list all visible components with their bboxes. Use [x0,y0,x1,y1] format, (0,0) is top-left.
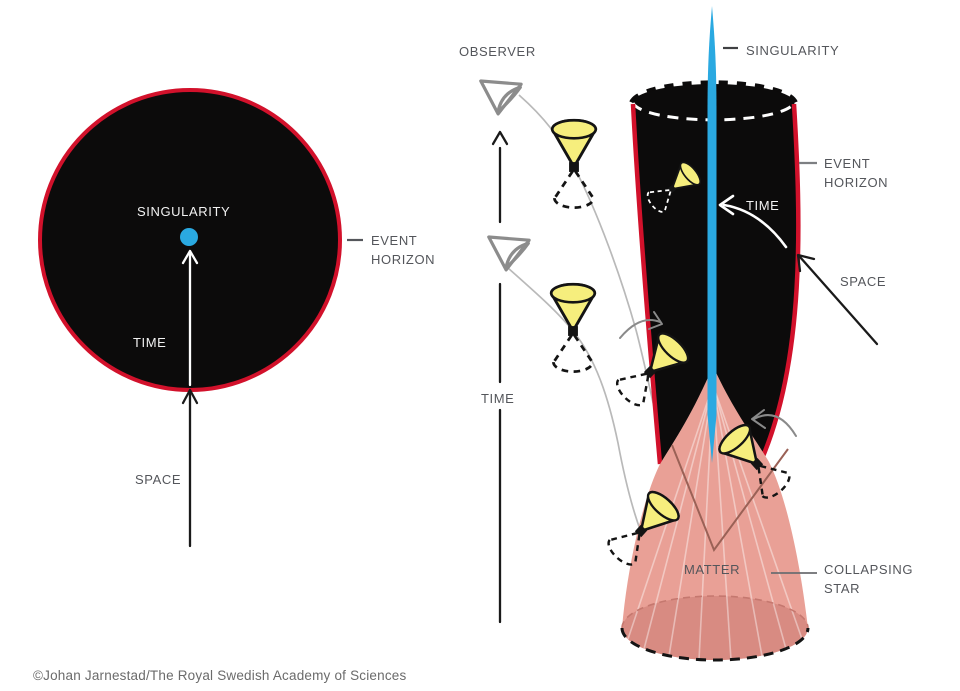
time-arrow-left [181,249,199,387]
credit-line: ©Johan Jarnestad/The Royal Swedish Acade… [33,668,407,683]
time-axis [491,130,509,624]
worldline-observer-2 [507,267,642,533]
collapsing-star-base [622,596,808,660]
event-horizon-line1: EVENT [824,156,871,171]
space-arrow-left [181,388,199,548]
tilt-arrow [751,409,797,437]
event-horizon-label-right: EVENT HORIZON [824,154,888,192]
time-axis-label: TIME [481,391,515,406]
event-horizon-edge-left [630,103,663,465]
space-label-right: SPACE [840,274,887,289]
time-arrow-inner [718,194,788,249]
observer-eye-icon [487,232,533,273]
time-label-left: TIME [133,335,167,350]
space-arrow-right [796,253,879,346]
matter-label: MATTER [684,562,741,577]
event-horizon-line2: HORIZON [371,252,436,267]
singularity-line [707,6,717,463]
observer-eye-icon [479,76,525,117]
singularity-label-right: SINGULARITY [746,43,840,58]
collapsing-star-label: COLLAPSING STAR [824,560,913,598]
tilt-arrow [619,311,663,339]
light-cone-icon [549,282,597,374]
event-horizon-label-left: EVENT HORIZON [371,231,435,269]
collapsing-star-line1: COLLAPSING [824,562,914,577]
time-label-inner: TIME [746,198,780,213]
space-label-left: SPACE [135,472,182,487]
matter-worldlines [671,444,789,553]
singularity-dot [180,228,198,246]
singularity-label-left: SINGULARITY [137,204,231,219]
event-horizon-line1: EVENT [371,233,418,248]
event-horizon-line2: HORIZON [824,175,889,190]
collapsing-star-line2: STAR [824,581,861,596]
collapsing-star-cone [620,366,810,662]
light-cone-icon [550,118,598,210]
event-horizon-edge-right [758,103,801,462]
observer-label: OBSERVER [459,44,536,59]
